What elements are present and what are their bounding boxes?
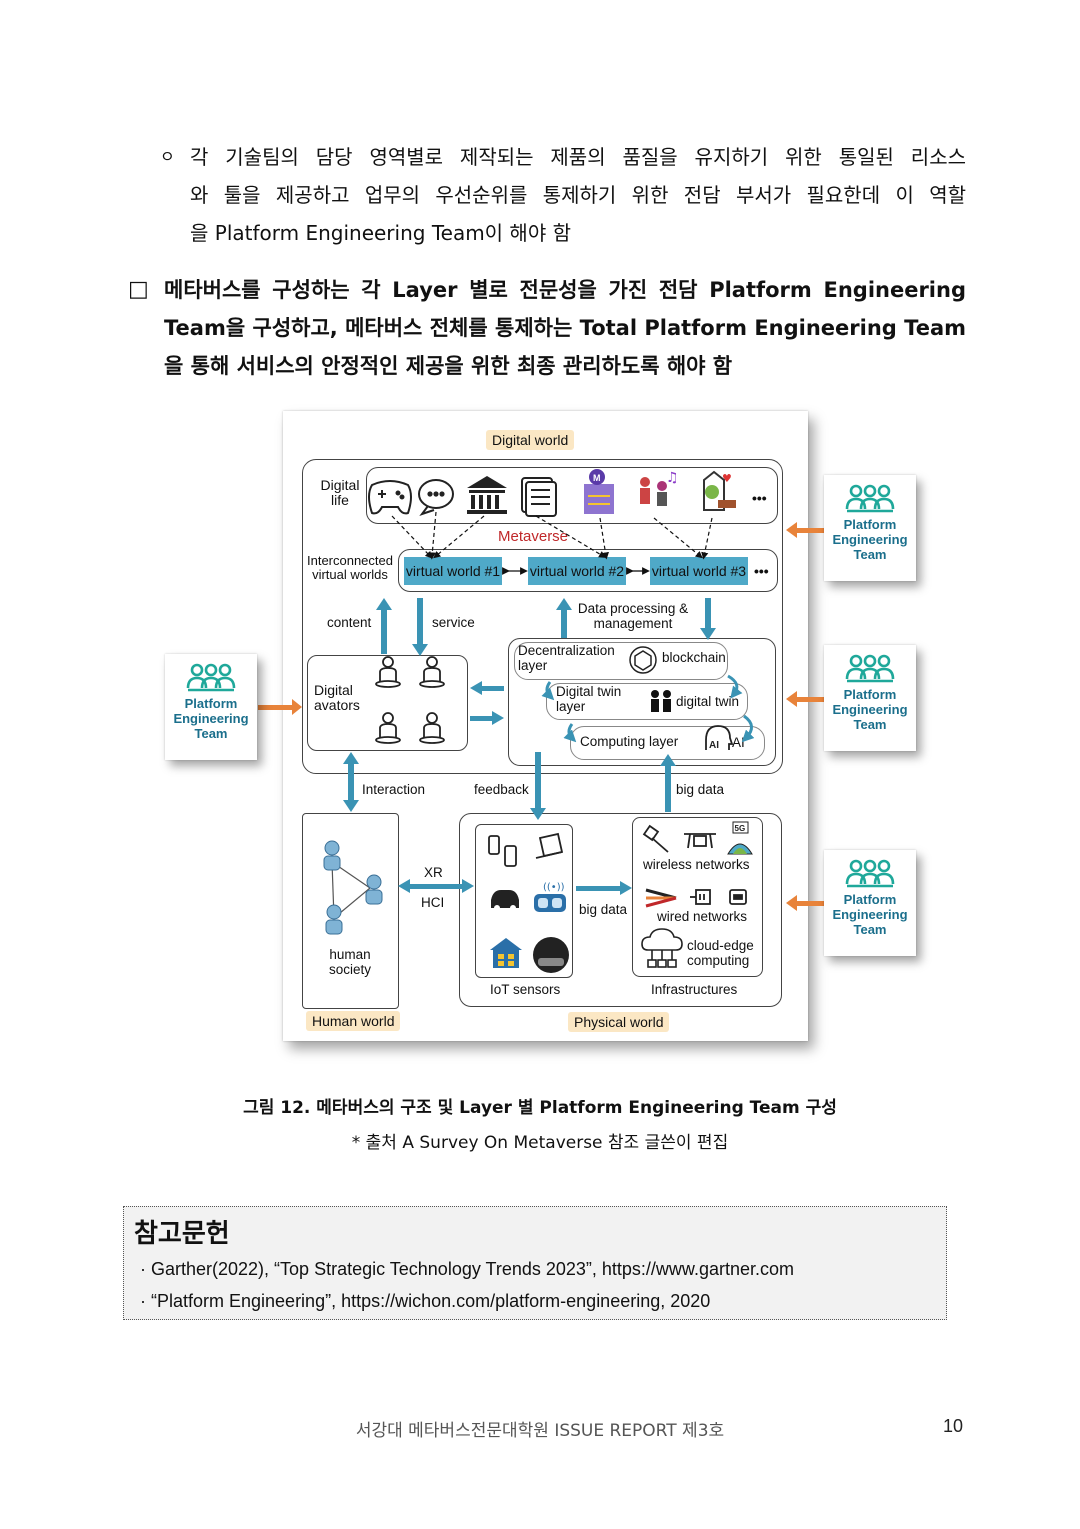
team-people-icon (845, 484, 895, 513)
digital-twin-layer-label: Digital twin layer (556, 684, 622, 714)
digital-avatars-label: Digital avators (314, 682, 360, 714)
bullet-paragraph: ㅇ 각 기술팀의 담당 영역별로 제작되는 제품의 품질을 유지하기 위한 통일… (160, 138, 966, 252)
data-processing-label: Data processing & management (577, 601, 689, 631)
more-apps-ellipsis: ••• (752, 490, 767, 506)
iot-sensors-label: IoT sensors (490, 982, 561, 997)
section-heading: □ 메타버스를 구성하는 각 Layer 별로 전문성을 가진 전담 Platf… (128, 271, 966, 385)
hci-label: HCI (421, 895, 445, 910)
big-data-top-label: big data (676, 782, 725, 797)
cloud-edge-label: cloud-edge computing (687, 938, 754, 968)
physical-world-box (459, 813, 782, 1007)
feedback-label: feedback (474, 782, 529, 797)
team-card-right-top: Platform Engineering Team (824, 475, 916, 581)
digital-life-label: Digital life (320, 477, 360, 509)
xr-label: XR (424, 865, 443, 880)
section-line-3: 을 통해 서비스의 안정적인 제공을 위한 최종 관리하도록 해야 함 (164, 354, 733, 378)
page-footer: 서강대 메타버스전문대학원 ISSUE REPORT 제3호 (355, 1421, 725, 1441)
virtual-world-2: virtual world #2 (528, 557, 626, 585)
references-box: 참고문헌 · Garther(2022), “Top Strategic Tec… (123, 1206, 947, 1320)
infrastructures-label: Infrastructures (651, 982, 738, 997)
team-card-label: Platform Engineering Team (173, 696, 249, 741)
human-world-title: Human world (306, 1011, 401, 1031)
wired-label: wired networks (657, 909, 748, 924)
page-number: 10 (943, 1416, 964, 1436)
reference-item-2: · “Platform Engineering”, https://wichon… (140, 1291, 711, 1311)
physical-world-title: Physical world (568, 1012, 670, 1032)
figure-credit: * 출처 A Survey On Metaverse 참조 글쓴이 편집 (351, 1133, 729, 1153)
blockchain-label: blockchain (662, 650, 726, 665)
figure-caption: 그림 12. 메타버스의 구조 및 Layer 별 Platform Engin… (243, 1098, 837, 1118)
team-people-icon (845, 859, 895, 888)
references-title: 참고문헌 (134, 1219, 230, 1249)
human-world-box (302, 813, 399, 1009)
digital-twin-layer-pill (546, 683, 748, 720)
layers-box (508, 638, 776, 766)
decentralization-label: Decentralization layer (518, 643, 615, 673)
content-label: content (327, 615, 372, 630)
big-data-mid-label: big data (579, 902, 628, 917)
decentralization-layer-pill (514, 642, 728, 680)
digital-life-box (366, 467, 778, 524)
interaction-label: Interaction (362, 782, 426, 797)
checkbox-bullet: □ (128, 277, 149, 302)
ai-label: AI (732, 735, 745, 750)
wireless-label: wireless networks (643, 857, 750, 872)
team-card-left: Platform Engineering Team (165, 654, 257, 760)
bullet-line-2: 와 툴을 제공하고 업무의 우선순위를 통제하기 위한 전담 부서가 필요한데 … (190, 183, 966, 207)
computing-layer-label: Computing layer (580, 734, 679, 749)
section-line-1: 메타버스를 구성하는 각 Layer 별로 전문성을 가진 전담 Platfor… (164, 278, 966, 302)
digital-world-title: Digital world (486, 430, 575, 450)
team-card-label: Platform Engineering Team (832, 687, 908, 732)
metaverse-label: Metaverse (498, 528, 569, 545)
iot-sensors-box (475, 824, 573, 978)
bullet-line-1: 각 기술팀의 담당 영역별로 제작되는 제품의 품질을 유지하기 위한 통일된 … (190, 145, 966, 169)
digital-avatars-box (307, 655, 468, 751)
virtual-world-3: virtual world #3 (650, 557, 748, 585)
circle-bullet: ㅇ (160, 147, 175, 166)
virtual-world-1: virtual world #1 (404, 557, 502, 585)
digital-world-box (302, 459, 783, 774)
service-label: service (432, 615, 475, 630)
reference-item-1: · Garther(2022), “Top Strategic Technolo… (140, 1259, 794, 1279)
section-line-2: Team을 구성하고, 메타버스 전체를 통제하는 Total Platform… (164, 316, 966, 340)
team-card-label: Platform Engineering Team (832, 517, 908, 562)
team-people-icon (186, 663, 236, 692)
human-society-label: human society (328, 947, 372, 977)
digital-twin-label: digital twin (676, 694, 740, 709)
team-people-icon (845, 654, 895, 683)
infrastructures-box (632, 817, 763, 977)
interconnected-label: Interconnected virtual worlds (306, 553, 393, 583)
team-card-right-middle: Platform Engineering Team (824, 645, 916, 751)
team-card-label: Platform Engineering Team (832, 892, 908, 937)
more-worlds-ellipsis: ••• (754, 563, 769, 579)
team-card-right-bottom: Platform Engineering Team (824, 850, 916, 956)
bullet-line-3: 을 Platform Engineering Team이 해야 함 (190, 221, 571, 245)
